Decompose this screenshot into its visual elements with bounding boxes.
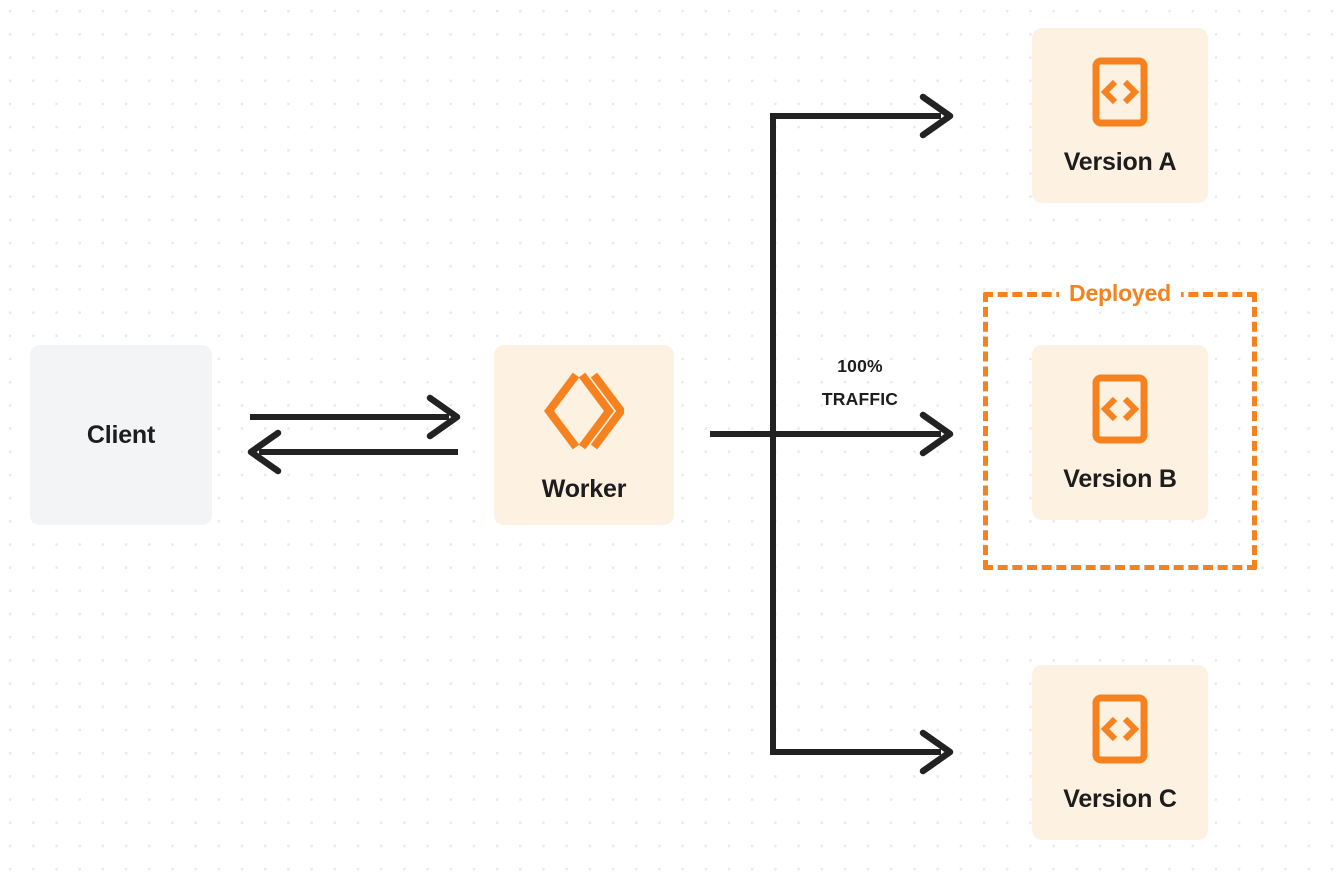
node-version-c[interactable]: Version C [1032, 665, 1208, 840]
node-version-a-label: Version A [1063, 147, 1177, 176]
cloudflare-workers-logo-icon [544, 370, 626, 457]
traffic-percent: 100% [837, 356, 883, 376]
node-version-b-label: Version B [1063, 464, 1177, 493]
connector-worker-to-version-a [770, 93, 954, 139]
node-version-c-label: Version C [1063, 784, 1177, 813]
node-version-a[interactable]: Version A [1032, 28, 1208, 203]
node-worker-label: Worker [541, 475, 627, 503]
deployed-group-label: Deployed [1059, 282, 1181, 305]
node-version-b[interactable]: Version B [1032, 345, 1208, 520]
traffic-unit: TRAFFIC [821, 389, 899, 409]
code-brackets-icon [1092, 694, 1148, 769]
connector-worker-to-client [247, 429, 458, 475]
node-client[interactable]: Client [30, 345, 212, 525]
connector-worker-to-version-c [770, 729, 954, 775]
code-brackets-icon [1092, 374, 1148, 449]
traffic-label: 100% TRAFFIC [790, 350, 930, 416]
connector-worker-to-version-b [710, 411, 954, 457]
connector-client-to-worker [250, 394, 461, 440]
deployed-group-frame: Deployed [983, 282, 1257, 570]
code-brackets-icon [1092, 57, 1148, 132]
node-worker[interactable]: Worker [494, 345, 674, 525]
node-client-label: Client [86, 420, 156, 449]
